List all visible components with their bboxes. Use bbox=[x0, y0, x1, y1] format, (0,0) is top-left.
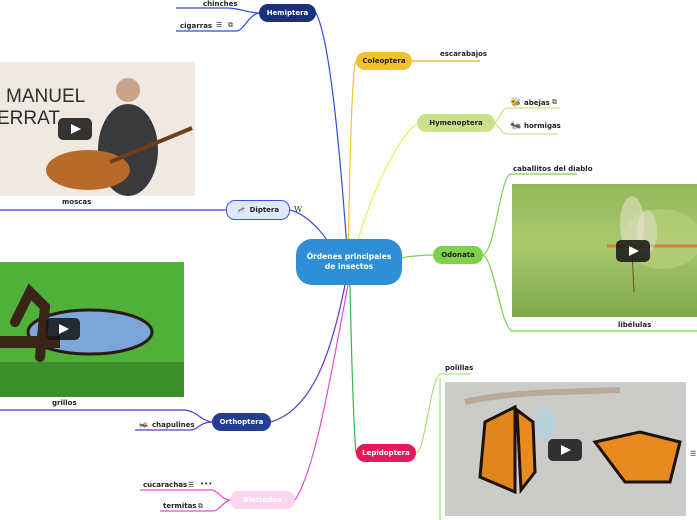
play-icon[interactable] bbox=[46, 318, 80, 340]
node-hymenoptera[interactable]: Hymenoptera bbox=[417, 114, 495, 132]
leaf-cucarachas[interactable]: cucarachas bbox=[143, 481, 188, 489]
node-blattodea[interactable]: Blattodea bbox=[230, 491, 295, 509]
fly-icon: 🦟 bbox=[236, 206, 246, 214]
bee-icon: 🐝 bbox=[510, 98, 522, 108]
external-link-icon[interactable]: ⧉ bbox=[228, 21, 233, 29]
node-odonata[interactable]: Odonata bbox=[433, 246, 483, 264]
list-icon[interactable]: ☰ bbox=[188, 481, 195, 489]
butterfly-video[interactable] bbox=[445, 382, 686, 516]
grasshopper-icon: 🦗 bbox=[138, 420, 150, 430]
leaf-termitas[interactable]: termitas bbox=[163, 502, 197, 510]
cricket-video[interactable] bbox=[0, 262, 184, 397]
node-coleoptera[interactable]: Coleoptera bbox=[356, 52, 412, 70]
blattodea-label: Blattodea bbox=[243, 496, 282, 504]
list-icon[interactable]: ☰ bbox=[690, 450, 697, 458]
leaf-libelulas[interactable]: libélulas bbox=[618, 321, 652, 329]
central-topic-label: Órdenes principales de insectos bbox=[306, 252, 392, 271]
hymenoptera-label: Hymenoptera bbox=[429, 119, 483, 127]
ant-icon: 🐜 bbox=[510, 121, 522, 131]
odonata-label: Odonata bbox=[441, 251, 475, 259]
leaf-polillas[interactable]: polillas bbox=[445, 364, 474, 372]
orthoptera-label: Orthoptera bbox=[219, 418, 264, 426]
leaf-escarabajos[interactable]: escarabajos bbox=[440, 50, 488, 58]
node-diptera[interactable]: 🦟 Diptera bbox=[226, 200, 290, 220]
dragonfly-video[interactable] bbox=[512, 184, 697, 317]
coleoptera-label: Coleoptera bbox=[362, 57, 406, 65]
diptera-label: Diptera bbox=[249, 206, 280, 214]
external-link-icon[interactable]: ⧉ bbox=[198, 502, 203, 510]
central-topic[interactable]: Órdenes principales de insectos bbox=[296, 239, 402, 285]
node-hemiptera[interactable]: Hemiptera bbox=[259, 4, 316, 22]
more-icon[interactable]: ••• bbox=[200, 480, 213, 488]
play-icon[interactable] bbox=[58, 118, 92, 140]
guitarist-image bbox=[0, 62, 195, 196]
list-icon[interactable]: ☰ bbox=[216, 21, 223, 29]
external-link-icon[interactable]: ⧉ bbox=[552, 98, 557, 106]
node-orthoptera[interactable]: Orthoptera bbox=[212, 413, 271, 431]
leaf-caballitos-del-diablo[interactable]: caballitos del diablo bbox=[513, 165, 593, 173]
leaf-hormigas[interactable]: hormigas bbox=[524, 122, 561, 130]
leaf-chapulines[interactable]: chapulines bbox=[152, 421, 195, 429]
leaf-grillos[interactable]: grillos bbox=[52, 399, 77, 407]
video-title-line1: MANUEL bbox=[6, 86, 86, 107]
hemiptera-label: Hemiptera bbox=[266, 9, 309, 17]
leaf-moscas[interactable]: moscas bbox=[62, 198, 92, 206]
cricket-image bbox=[0, 262, 184, 397]
lepidoptera-label: Lepidoptera bbox=[362, 449, 410, 457]
play-icon[interactable] bbox=[616, 240, 650, 262]
node-lepidoptera[interactable]: Lepidoptera bbox=[356, 444, 416, 462]
video-title-line2: ERRAT bbox=[0, 108, 60, 129]
dragonfly-image bbox=[607, 196, 697, 293]
serrat-video[interactable]: MANUEL ERRAT bbox=[0, 62, 195, 196]
leaf-cigarras[interactable]: cigarras bbox=[180, 22, 213, 30]
wikipedia-icon[interactable]: W bbox=[294, 205, 303, 214]
leaf-abejas[interactable]: abejas bbox=[524, 99, 550, 107]
play-icon[interactable] bbox=[548, 439, 582, 461]
leaf-chinches[interactable]: chinches bbox=[203, 0, 238, 8]
